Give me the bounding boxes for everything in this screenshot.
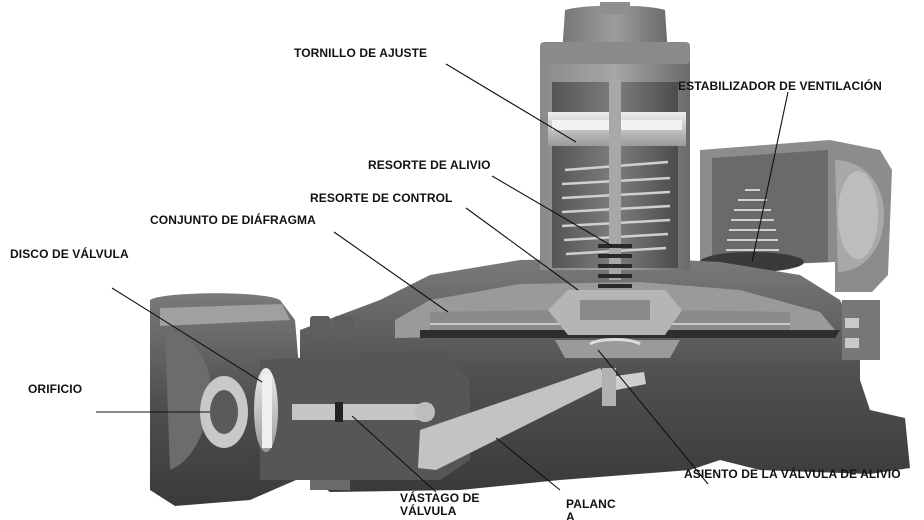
label-lever-line1: PALANC [566,497,616,511]
label-lever: PALANC A [566,498,616,520]
leader-lever [495,437,561,491]
label-lever-line2: A [566,510,575,520]
relief-seat-hub [548,290,682,358]
label-valve-stem-line2: VÁLVULA [400,504,457,518]
label-valve-stem-line1: VÁSTAGO DE [400,491,480,505]
label-relief-valve-seat: ASIENTO DE LA VÁLVULA DE ALIVIO [684,467,901,481]
valve-chamber [254,350,470,480]
leader-relief-valve-seat [597,349,709,485]
leader-valve-stem [351,415,437,493]
leader-relief-spring [491,175,613,247]
leader-diaphragm-assembly [333,231,449,313]
leader-valve-disc [111,287,263,383]
leader-adjusting-screw [445,63,577,143]
label-adjusting-screw: TORNILLO DE AJUSTE [294,46,428,60]
leader-lines [96,63,789,493]
leader-control-spring [465,207,579,291]
label-control-spring: RESORTE DE CONTROL [310,191,453,205]
leader-vent-stabilizer [751,91,789,263]
label-relief-spring: RESORTE DE ALIVIO [368,158,491,172]
label-vent-stabilizer: ESTABILIZADOR DE VENTILACIÓN [678,79,882,93]
label-diaphragm-assembly: CONJUNTO DE DIÁFRAGMA [150,213,316,227]
lever [418,368,646,470]
label-valve-disc: DISCO DE VÁLVULA [10,247,129,261]
vent-housing [700,140,892,292]
label-orifice: ORIFICIO [28,382,83,396]
label-valve-stem: VÁSTAGO DE VÁLVULA [400,492,479,518]
bonnet [540,2,690,288]
